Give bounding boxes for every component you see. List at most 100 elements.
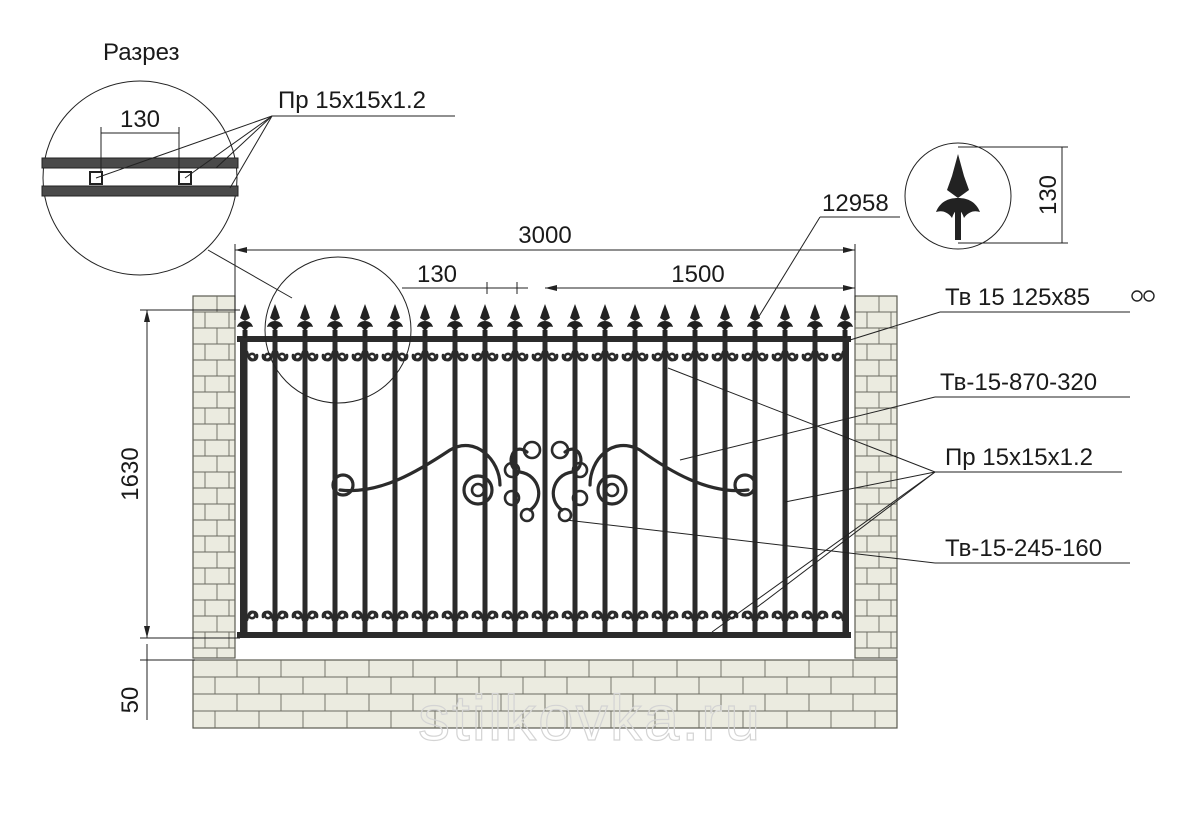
callout-finial-code: 12958 [822, 190, 889, 217]
scroll-ornament [515, 610, 545, 622]
picket [422, 330, 428, 636]
scroll-ornament [635, 610, 665, 622]
scroll-ornament [755, 610, 785, 622]
finial-icon [297, 304, 313, 338]
curl-icon [1131, 290, 1155, 302]
scroll-ornament [575, 350, 605, 362]
picket [572, 330, 578, 636]
scroll-ornament [815, 350, 845, 362]
picket [842, 330, 848, 636]
picket [782, 330, 788, 636]
dim-spacing: 130 [417, 261, 457, 288]
watermark: stilkovka.ru [418, 682, 762, 754]
section-detail: 130 Разрез Пр 15х15х1.2 [41, 39, 455, 299]
scroll-ornament [815, 610, 845, 622]
scroll-ornament [365, 610, 395, 622]
detail-callout-circle [264, 256, 412, 404]
scroll-ornament [455, 350, 485, 362]
callout-scroll-large: Тв-15-870-320 [940, 369, 1097, 396]
scroll-ornament [605, 350, 635, 362]
scroll-ornament [725, 350, 755, 362]
scroll-ornament [425, 350, 455, 362]
dim-half: 1500 [671, 261, 724, 288]
picket [272, 330, 278, 636]
scroll-ornament [665, 350, 695, 362]
picket [332, 330, 338, 636]
scroll-ornament [365, 350, 395, 362]
section-title: Разрез [103, 39, 179, 66]
picket [542, 330, 548, 636]
finial-icon [477, 304, 493, 338]
scroll-ornament [305, 350, 335, 362]
finial-icon [537, 304, 553, 338]
scroll-ornament [545, 610, 575, 622]
dim-height: 1630 [117, 447, 144, 500]
picket [482, 330, 488, 636]
scroll-ornament [395, 350, 425, 362]
scroll-ornament [455, 610, 485, 622]
section-dim-130: 130 [120, 106, 160, 133]
scroll-ornament [335, 610, 365, 622]
finial-icon [237, 304, 253, 338]
scroll-ornament [605, 610, 635, 622]
finial-icon [807, 304, 823, 338]
picket [722, 330, 728, 636]
callout-profile: Пр 15х15х1.2 [945, 444, 1093, 471]
finial-icon [936, 154, 980, 240]
scroll-ornament [755, 350, 785, 362]
scroll-ornament [245, 610, 275, 622]
scroll-ornament [485, 610, 515, 622]
finial-icon [447, 304, 463, 338]
callouts: 12958 Тв 15 125х85 Тв-15-870-320 Пр 15х1… [565, 190, 1155, 633]
finial-icon [327, 304, 343, 338]
dimensions: 3000 130 1500 1630 50 [117, 222, 856, 720]
picket [362, 330, 368, 636]
finial-icon [747, 304, 763, 338]
finial-icon [687, 304, 703, 338]
finial-icon [657, 304, 673, 338]
scroll-ornament [515, 350, 545, 362]
picket [302, 330, 308, 636]
finial-icon [717, 304, 733, 338]
scroll-ornament [695, 350, 725, 362]
scroll-ornament [305, 610, 335, 622]
scroll-ornament [395, 610, 425, 622]
left-pillar [192, 295, 236, 659]
finial-icon [357, 304, 373, 338]
finial-icon [387, 304, 403, 338]
scroll-ornament [425, 610, 455, 622]
scroll-ornament [785, 610, 815, 622]
scroll-ornament [275, 350, 305, 362]
scroll-ornament [575, 610, 605, 622]
scroll-ornament [785, 350, 815, 362]
picket [602, 330, 608, 636]
scroll-ornament [275, 610, 305, 622]
finial-icon [627, 304, 643, 338]
finial-icon [597, 304, 613, 338]
picket [632, 330, 638, 636]
picket [452, 330, 458, 636]
finial-icon [267, 304, 283, 338]
scroll-ornament [245, 350, 275, 362]
scroll-ornament [665, 610, 695, 622]
right-pillar [854, 295, 898, 659]
central-ornament [331, 440, 757, 523]
dim-width: 3000 [518, 222, 571, 249]
scroll-ornament [545, 350, 575, 362]
picket [812, 330, 818, 636]
finial-icon [507, 304, 523, 338]
brick-structure [192, 295, 898, 729]
finial-icon [777, 304, 793, 338]
picket [242, 330, 248, 636]
section-profile-label: Пр 15х15х1.2 [278, 87, 426, 114]
finial-icon [567, 304, 583, 338]
scroll-ornament [485, 350, 515, 362]
fence-panel [237, 256, 853, 638]
finial-dim-130: 130 [1035, 175, 1062, 215]
scroll-ornament [635, 350, 665, 362]
finial-icon [837, 304, 853, 338]
dim-gap: 50 [117, 687, 144, 714]
scroll-ornament [695, 610, 725, 622]
